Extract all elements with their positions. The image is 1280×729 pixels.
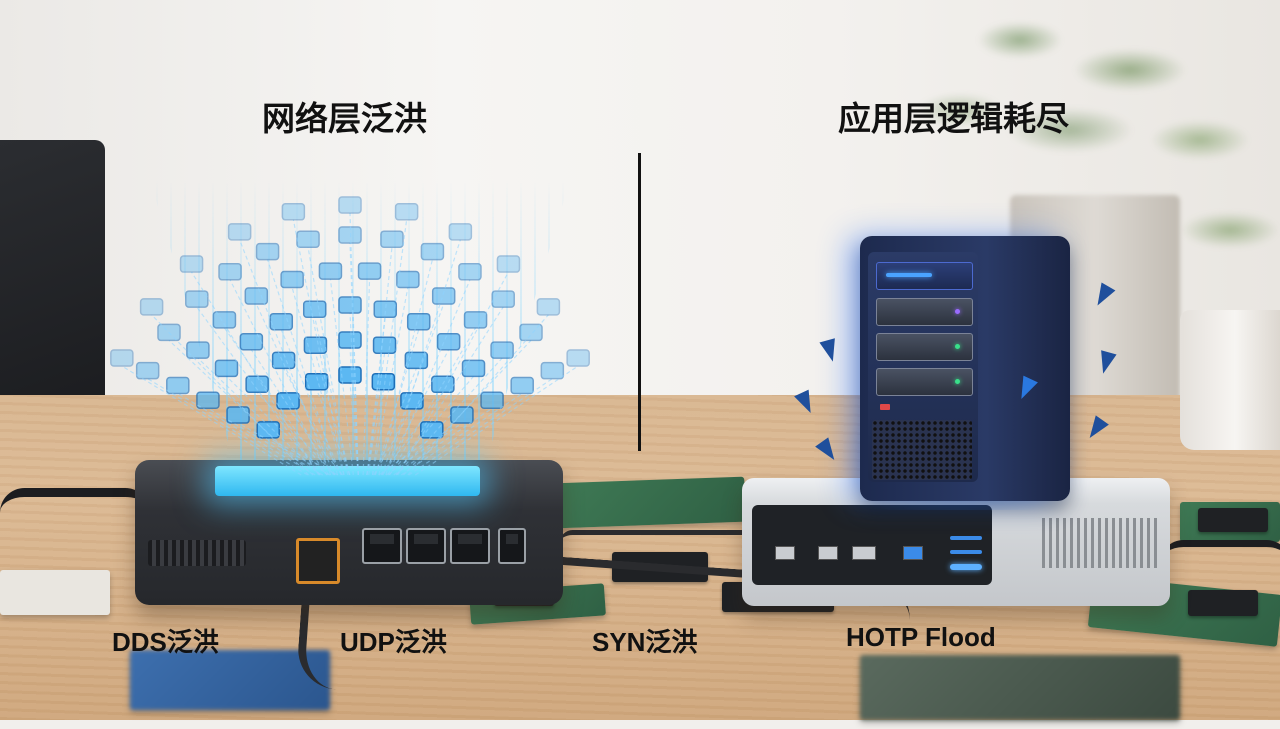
label-udp-flood: UDP泛洪 xyxy=(340,627,447,657)
ic-chip xyxy=(1198,504,1268,536)
router-glowing-top xyxy=(215,466,480,496)
center-divider xyxy=(638,153,641,451)
status-led xyxy=(955,309,960,314)
router-wan-port xyxy=(296,538,340,584)
usb-port xyxy=(775,546,795,560)
circuit-board xyxy=(0,570,110,615)
cable xyxy=(560,530,760,555)
status-led xyxy=(955,344,960,349)
router-lan-port xyxy=(406,528,446,564)
server-grill xyxy=(872,420,972,480)
circuit-board xyxy=(554,476,746,529)
usb-port xyxy=(903,546,923,560)
status-led xyxy=(955,379,960,384)
cable xyxy=(1160,540,1280,587)
usb-port xyxy=(818,546,838,560)
label-dds-flood: DDS泛洪 xyxy=(112,627,219,657)
status-led xyxy=(950,550,982,554)
label-hotp-flood: HOTP Flood xyxy=(846,622,996,652)
router-sfp-port xyxy=(498,528,526,564)
base-vent xyxy=(1042,518,1160,568)
base-io-panel xyxy=(752,505,992,585)
laptop xyxy=(0,140,105,440)
title-network-layer-flood: 网络层泛洪 xyxy=(262,100,427,137)
title-application-layer-exhaustion: 应用层逻辑耗尽 xyxy=(838,100,1069,137)
white-pot xyxy=(1180,310,1280,450)
circuit-board xyxy=(860,655,1180,720)
status-led xyxy=(886,273,932,277)
status-led xyxy=(950,536,982,540)
router-lan-port xyxy=(450,528,490,564)
router-lan-port xyxy=(362,528,402,564)
label-syn-flood: SYN泛洪 xyxy=(592,627,698,657)
status-led xyxy=(950,564,982,570)
status-led xyxy=(880,404,890,410)
ic-chip xyxy=(1188,586,1258,620)
circuit-board xyxy=(130,650,330,710)
hdmi-port xyxy=(852,546,876,560)
cable xyxy=(0,488,150,537)
router-vent xyxy=(148,540,246,566)
ic-chip xyxy=(612,548,708,586)
